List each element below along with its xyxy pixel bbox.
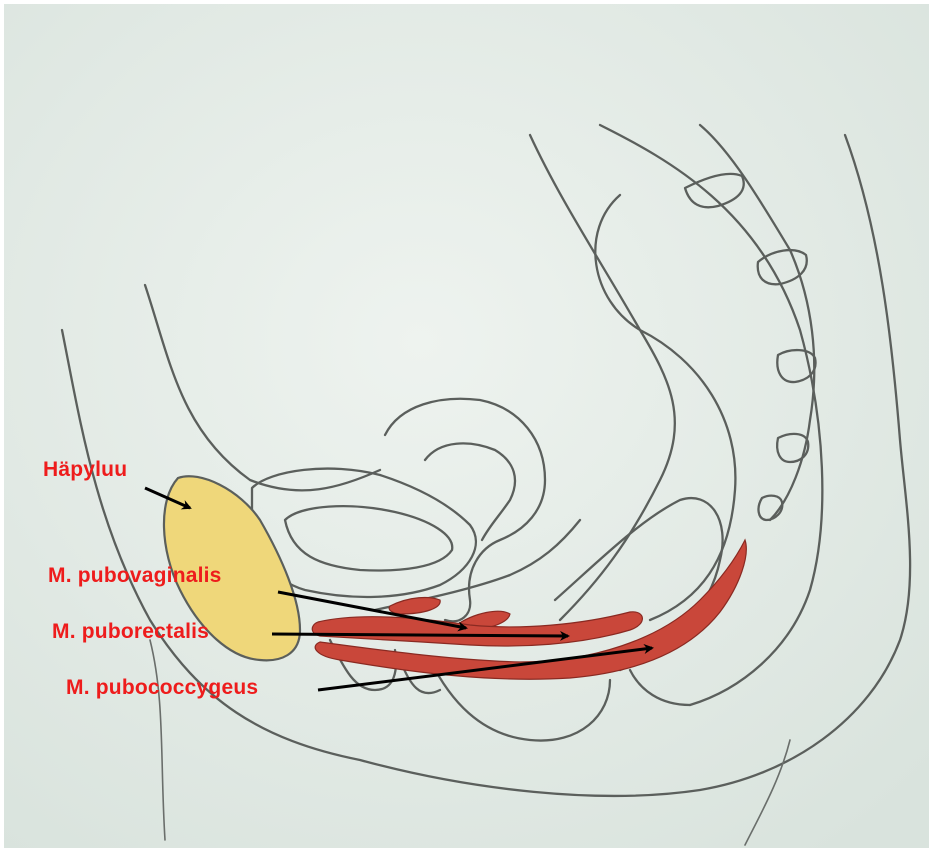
- label-pubovaginalis: M. pubovaginalis: [48, 564, 222, 588]
- arrow-puborectalis: [272, 634, 568, 636]
- label-pubococcygeus: M. pubococcygeus: [66, 676, 258, 700]
- label-pubic-bone: Häpyluu: [43, 458, 127, 482]
- paper-background: [4, 4, 929, 848]
- label-puborectalis: M. puborectalis: [52, 620, 209, 644]
